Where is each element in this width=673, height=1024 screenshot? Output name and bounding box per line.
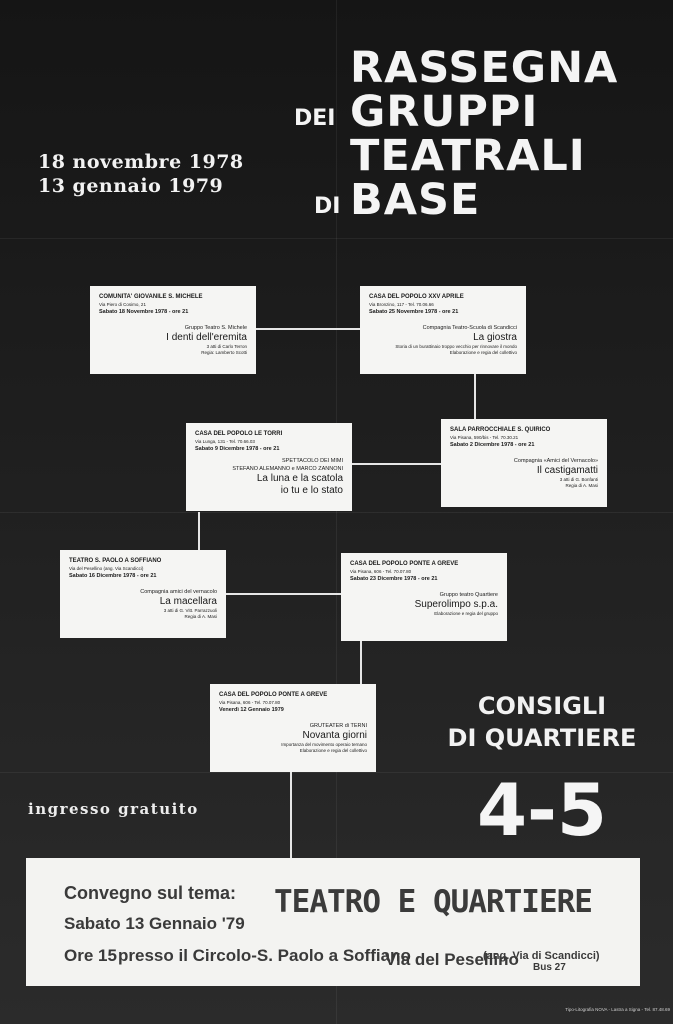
event-address: Via Bronzino, 117 - Tel. 70.06.66 xyxy=(369,302,434,307)
title-prefix: DI xyxy=(314,194,341,219)
event-credit: Elaborazione e regia del gruppo xyxy=(434,611,498,616)
event-company: Compagnia «Amici del Vernacolo» xyxy=(513,458,598,464)
banner-date: Sabato 13 Gennaio '79 xyxy=(64,914,245,933)
event-play: La giostra xyxy=(473,332,517,343)
connector-line xyxy=(290,772,292,859)
event-play: Superolimpo s.p.a. xyxy=(414,599,498,610)
event-play: io tu e lo stato xyxy=(280,485,343,496)
event-play: Novanta giorni xyxy=(302,730,367,741)
connector-line xyxy=(255,328,361,330)
event-credit: Storia di un burattinaio troppo vecchio … xyxy=(395,344,517,349)
event-company: STEFANO ALEMANNO e MARCO ZANNONI xyxy=(232,466,343,472)
end-date: 13 gennaio 1979 xyxy=(38,175,224,197)
fold-line xyxy=(336,0,337,1024)
event-address: Via Pisana, 590/bis - Tel. 70.30.21 xyxy=(450,435,519,440)
event-company: SPETTACOLO DEI MIMI xyxy=(281,458,343,464)
event-date: Sabato 9 Dicembre 1978 - ore 21 xyxy=(195,446,280,452)
title-line-2: DEI GRUPPI xyxy=(292,90,652,134)
event-credit: 3 atti di G. Vitt. Parrazzuoli xyxy=(163,608,217,613)
title-word: GRUPPI xyxy=(350,87,539,137)
event-play: Il castigamatti xyxy=(536,465,598,476)
event-venue: CASA DEL POPOLO XXV APRILE xyxy=(369,294,464,300)
event-date: Sabato 16 Dicembre 1978 - ore 21 xyxy=(69,573,157,579)
event-venue: COMUNITA' GIOVANILE S. MICHELE xyxy=(99,294,203,300)
title-word: TEATRALI xyxy=(350,131,586,181)
event-company: Gruppo teatro Quartiere xyxy=(439,592,498,598)
consigli-line: DI QUARTIERE xyxy=(447,724,637,752)
event-credit: 3 atti di Carlo Terron xyxy=(206,344,247,349)
event-card: CASA DEL POPOLO PONTE A GREVE Via Pisana… xyxy=(341,553,507,641)
banner-street-note: (ang. Via di Scandicci) xyxy=(483,950,600,962)
event-credit: Importanza del movimento operaio ternano xyxy=(281,742,367,747)
event-play: La luna e la scatola xyxy=(256,473,343,484)
connector-line xyxy=(198,512,200,551)
event-credit: Regia di A. Masi xyxy=(184,614,217,619)
title-line-3: TEATRALI xyxy=(292,134,652,178)
title-line-1: RASSEGNA xyxy=(292,46,652,90)
title-word: RASSEGNA xyxy=(350,43,619,93)
event-address: Via Piero di Cosimo, 21 xyxy=(99,302,146,307)
event-card: COMUNITA' GIOVANILE S. MICHELE Via Piero… xyxy=(90,286,256,374)
banner-bus: Bus 27 xyxy=(533,962,566,973)
event-date: Sabato 18 Novembre 1978 - ore 21 xyxy=(99,309,189,315)
title-line-4: DI BASE xyxy=(292,178,652,222)
event-card: CASA DEL POPOLO PONTE A GREVE Via Pisana… xyxy=(210,684,376,772)
title-prefix: DEI xyxy=(294,106,336,131)
date-range: 18 novembre 1978 13 gennaio 1979 xyxy=(38,150,278,198)
event-address: Via Pisana, 606 - Tel. 70.07.80 xyxy=(219,700,281,705)
fold-line xyxy=(0,512,673,513)
event-company: Compagnia Teatro-Scuola di Scandicci xyxy=(422,325,517,331)
event-card: CASA DEL POPOLO LE TORRI Via Lunga, 131 … xyxy=(186,423,352,511)
fold-line xyxy=(0,772,673,773)
banner-intro: Convegno sul tema: xyxy=(64,883,237,903)
free-entry-label: ingresso gratuito xyxy=(28,800,199,818)
connector-line xyxy=(474,374,476,420)
event-card: SALA PARROCCHIALE S. QUIRICO Via Pisana,… xyxy=(441,419,607,507)
banner-headline: TEATRO E QUARTIERE xyxy=(274,884,593,920)
event-date: Sabato 25 Novembre 1978 - ore 21 xyxy=(369,309,459,315)
title-word: BASE xyxy=(350,175,481,225)
event-date: Sabato 23 Dicembre 1978 - ore 21 xyxy=(350,576,438,582)
district-number: 4-5 xyxy=(476,768,608,852)
event-venue: SALA PARROCCHIALE S. QUIRICO xyxy=(450,427,551,433)
event-venue: CASA DEL POPOLO PONTE A GREVE xyxy=(219,692,328,698)
consigli-line: CONSIGLI xyxy=(477,692,607,720)
event-credit: Regia di A. Masi xyxy=(565,483,598,488)
poster-title: RASSEGNA DEI GRUPPI TEATRALI DI BASE xyxy=(292,46,652,222)
event-venue: CASA DEL POPOLO LE TORRI xyxy=(195,431,283,437)
event-company: Gruppo Teatro S. Michele xyxy=(184,325,247,331)
event-card: CASA DEL POPOLO XXV APRILE Via Bronzino,… xyxy=(360,286,526,374)
event-credit: Regia: Lamberto Scotti xyxy=(201,350,247,355)
event-venue: TEATRO S. PAOLO A SOFFIANO xyxy=(69,558,162,564)
fold-line xyxy=(0,238,673,239)
event-credit: Elaborazione e regia del collettivo xyxy=(299,748,367,753)
event-address: Via Lunga, 131 - Tel. 70.66.03 xyxy=(195,439,255,444)
event-card: TEATRO S. PAOLO A SOFFIANO Via del Pesel… xyxy=(60,550,226,638)
event-company: GRUTEATER di TERNI xyxy=(309,723,367,729)
connector-line xyxy=(360,640,362,686)
event-credit: 3 atti di G. Bonfanti xyxy=(559,477,598,482)
event-date: Venerdì 12 Gennaio 1979 xyxy=(219,707,284,713)
banner-time: Ore 15 xyxy=(64,946,117,965)
printer-credit: Tipo-Litografia NOVA - Lastra a Signa - … xyxy=(565,1007,670,1012)
event-address: Via del Pesellino (ang. Via Scandicci) xyxy=(69,566,144,571)
event-address: Via Pisana, 606 - Tel. 70.07.80 xyxy=(350,569,412,574)
event-company: Compagnia amici del vernacolo xyxy=(140,589,217,595)
event-play: I denti dell'eremita xyxy=(166,332,247,343)
event-venue: CASA DEL POPOLO PONTE A GREVE xyxy=(350,561,459,567)
banner-street: Via del Pesellino xyxy=(385,950,519,969)
event-credit: Elaborazione e regia del collettivo xyxy=(449,350,517,355)
start-date: 18 novembre 1978 xyxy=(38,151,244,173)
banner-location: presso il Circolo-S. Paolo a Soffiano xyxy=(118,946,411,965)
consigli-heading: CONSIGLI DI QUARTIERE xyxy=(432,690,652,754)
event-date: Sabato 2 Dicembre 1978 - ore 21 xyxy=(450,442,535,448)
conference-banner: Convegno sul tema: Sabato 13 Gennaio '79… xyxy=(26,858,640,986)
connector-line xyxy=(352,463,442,465)
event-play: La macellara xyxy=(159,596,217,607)
connector-line xyxy=(226,593,342,595)
